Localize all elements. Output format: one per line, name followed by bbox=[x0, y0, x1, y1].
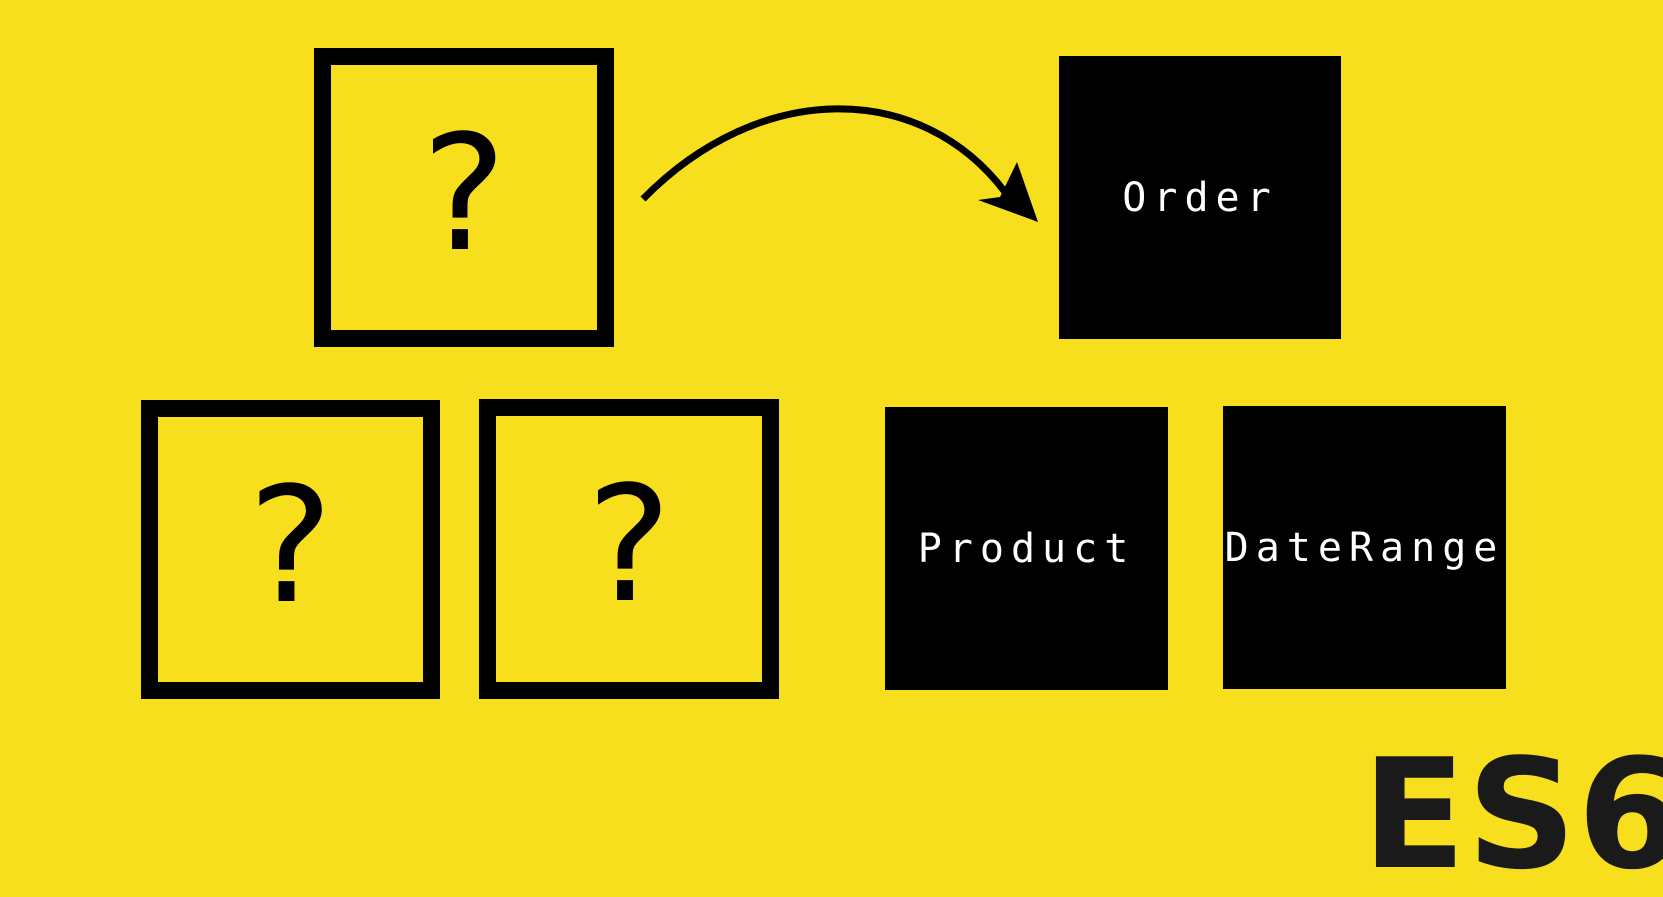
order-label: Order bbox=[1122, 174, 1278, 221]
arrow-curve bbox=[640, 105, 1008, 202]
daterange-label: DateRange bbox=[1224, 524, 1505, 571]
question-mark: ? bbox=[586, 451, 672, 638]
order-class-box: Order bbox=[1059, 56, 1341, 339]
question-mark: ? bbox=[421, 99, 507, 287]
product-label: Product bbox=[917, 525, 1136, 572]
es6-badge: ES6 bbox=[1362, 726, 1663, 897]
arrow-head bbox=[978, 162, 1038, 222]
unknown-box-top: ? bbox=[314, 48, 614, 347]
question-mark: ? bbox=[248, 451, 333, 639]
unknown-box-bottom-left: ? bbox=[141, 400, 440, 699]
product-class-box: Product bbox=[885, 407, 1168, 690]
daterange-class-box: DateRange bbox=[1223, 406, 1506, 689]
unknown-box-bottom-right: ? bbox=[479, 399, 779, 699]
